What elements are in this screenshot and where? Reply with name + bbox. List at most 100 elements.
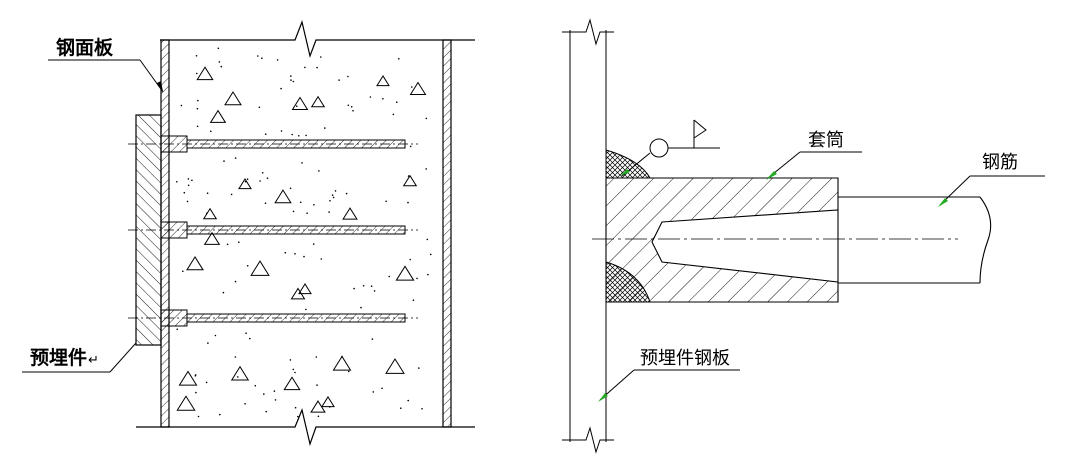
concrete-dot bbox=[400, 407, 402, 410]
concrete-dot bbox=[176, 328, 178, 331]
concrete-dot bbox=[176, 181, 178, 183]
concrete-dot bbox=[195, 55, 198, 57]
concrete-dot bbox=[238, 241, 240, 243]
concrete-aggregate bbox=[291, 96, 309, 110]
concrete-aggregate bbox=[298, 283, 312, 295]
concrete-dot bbox=[416, 277, 418, 280]
concrete-aggregate bbox=[385, 358, 405, 374]
concrete-aggregate bbox=[402, 174, 418, 187]
concrete-dot bbox=[294, 253, 296, 255]
concrete-dot bbox=[263, 393, 265, 395]
concrete-aggregate bbox=[230, 365, 250, 381]
concrete-dot bbox=[430, 253, 432, 256]
concrete-dot bbox=[205, 381, 208, 384]
concrete-dot bbox=[254, 384, 257, 387]
leader-rebar bbox=[938, 175, 1045, 207]
concrete-aggregate bbox=[310, 95, 326, 108]
concrete-dot bbox=[257, 55, 259, 57]
concrete-dot bbox=[426, 238, 429, 241]
concrete-dot bbox=[331, 194, 334, 196]
concrete-aggregate bbox=[332, 355, 352, 371]
concrete-dot bbox=[289, 359, 292, 361]
concrete-aggregate bbox=[178, 370, 198, 386]
concrete-dot bbox=[289, 187, 292, 190]
concrete-dot bbox=[360, 306, 362, 309]
concrete-dot bbox=[328, 211, 330, 213]
concrete-dot bbox=[392, 113, 395, 116]
concrete-dot bbox=[352, 109, 354, 112]
concrete-dot bbox=[276, 59, 279, 61]
concrete-aggregate bbox=[274, 189, 292, 204]
concrete-dot bbox=[245, 332, 247, 335]
concrete-dot bbox=[290, 79, 292, 81]
label-embedded-steel-plate: 预埋件钢板 bbox=[640, 348, 730, 369]
concrete-dot bbox=[316, 384, 318, 386]
sleeve-body bbox=[605, 177, 839, 303]
weld-top bbox=[605, 149, 651, 179]
label-embedded-part: 预埋件 bbox=[30, 346, 87, 369]
concrete-dot bbox=[316, 66, 318, 69]
concrete-dot bbox=[206, 192, 209, 194]
concrete-dot bbox=[362, 285, 365, 287]
concrete-dot bbox=[261, 172, 264, 174]
anchor-bar-1 bbox=[128, 135, 418, 153]
concrete-dot bbox=[249, 337, 251, 340]
concrete-dot bbox=[418, 367, 420, 369]
concrete-dot bbox=[427, 273, 429, 276]
concrete-dot bbox=[320, 258, 323, 260]
concrete-aggregate bbox=[238, 178, 252, 190]
concrete-dot bbox=[196, 72, 198, 75]
concrete-dot bbox=[294, 406, 297, 409]
concrete-aggregate bbox=[283, 376, 301, 391]
concrete-dot bbox=[425, 117, 428, 120]
label-sleeve: 套筒 bbox=[808, 130, 844, 151]
concrete-dot bbox=[226, 243, 229, 246]
concrete-dot bbox=[347, 104, 350, 107]
concrete-dot bbox=[320, 56, 322, 58]
concrete-dot bbox=[195, 391, 197, 394]
leader-embedded-steel-plate bbox=[598, 369, 740, 402]
concrete-dot bbox=[191, 179, 193, 182]
concrete-dot bbox=[396, 101, 398, 103]
concrete-dot bbox=[371, 338, 374, 340]
concrete-dot bbox=[312, 243, 315, 245]
concrete-aggregate bbox=[203, 231, 221, 245]
concrete-dot bbox=[280, 130, 283, 132]
concrete-dot bbox=[187, 184, 190, 187]
concrete-aggregate bbox=[176, 395, 196, 411]
concrete-dot bbox=[217, 47, 220, 50]
concrete-dot bbox=[409, 145, 412, 148]
concrete-dot bbox=[372, 391, 375, 393]
concrete-dot bbox=[244, 403, 246, 405]
concrete-dot bbox=[324, 127, 326, 129]
bottom-break-mark bbox=[562, 426, 614, 454]
concrete-dot bbox=[305, 308, 307, 311]
concrete-dot bbox=[196, 107, 199, 110]
concrete-dot bbox=[291, 133, 294, 136]
left-figure: 钢面板 预埋件 ↵ bbox=[22, 19, 475, 447]
label-rebar: 钢筋 bbox=[982, 152, 1018, 173]
concrete-dot bbox=[292, 80, 295, 83]
concrete-dot bbox=[183, 191, 186, 194]
concrete-dot bbox=[407, 201, 409, 204]
concrete-aggregate bbox=[202, 207, 218, 220]
concrete-dot bbox=[222, 291, 225, 294]
concrete-dot bbox=[220, 65, 223, 68]
concrete-dot bbox=[234, 356, 237, 358]
concrete-dot bbox=[369, 96, 372, 98]
concrete-dot bbox=[385, 200, 387, 203]
concrete-dot bbox=[218, 61, 221, 63]
concrete-dot bbox=[347, 370, 350, 373]
concrete-dot bbox=[219, 413, 221, 416]
concrete-dot bbox=[266, 177, 269, 179]
concrete-aggregate bbox=[250, 260, 270, 276]
concrete-dot bbox=[382, 98, 384, 100]
anchor-bar-3 bbox=[128, 309, 418, 327]
concrete-dot bbox=[182, 270, 184, 273]
concrete-aggregate bbox=[409, 81, 427, 95]
concrete-dot bbox=[412, 299, 415, 302]
concrete-dot bbox=[258, 106, 261, 109]
concrete-dot bbox=[315, 356, 318, 358]
concrete-dot bbox=[411, 86, 413, 88]
top-break-mark bbox=[562, 18, 614, 46]
